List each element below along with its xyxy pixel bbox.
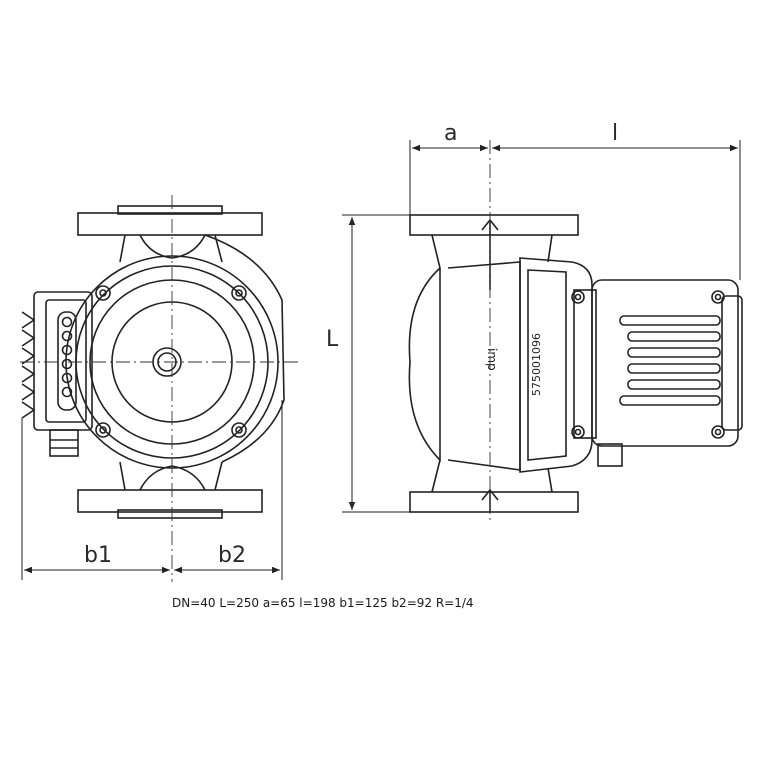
side-cable-gland [597,443,623,467]
front-centerlines [20,195,300,582]
terminal-box-fins [21,311,36,419]
front-screws [95,285,247,438]
side-casing [408,267,441,462]
label-b1: b1 [84,543,112,568]
control-strip [57,311,77,411]
dimension-lines [21,140,741,580]
motor-fins [619,315,721,406]
side-view [408,214,743,513]
motor-head [591,279,739,447]
side-bottom-flange [409,491,579,513]
label-l: l [612,121,618,146]
serial-number: 575001096 [530,333,543,396]
label-L: L [326,327,339,352]
label-a: a [444,121,457,146]
logo-imp: imp [485,348,499,371]
label-b2: b2 [218,543,246,568]
side-top-flange [409,214,579,236]
dimension-labels: a l L b1 b2 [84,121,618,568]
spec-line: DN=40 L=250 a=65 l=198 b1=125 b2=92 R=1/… [172,596,474,610]
front-top-flange [77,212,263,236]
front-bottom-flange [77,489,263,513]
side-labels: imp 575001096 [485,333,543,396]
control-buttons [61,316,73,398]
cable-gland [49,429,79,457]
